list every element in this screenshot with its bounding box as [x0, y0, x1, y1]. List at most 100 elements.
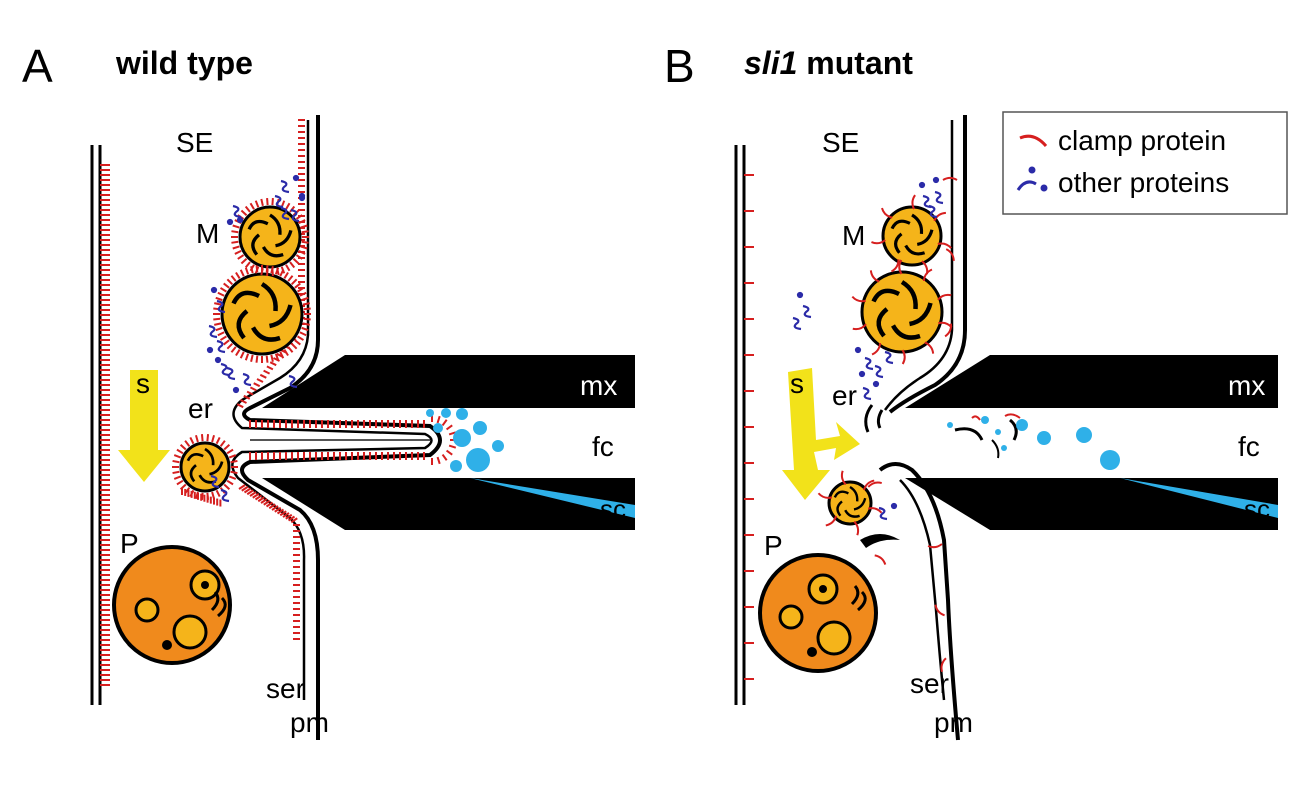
other-protein-mark: [216, 299, 226, 314]
clamp-protein-mark: [295, 214, 303, 220]
clamp-protein-mark: [933, 211, 946, 222]
clamp-protein-mark: [232, 224, 240, 229]
clamp-protein-mark: [260, 198, 264, 207]
clamp-protein-mark: [924, 341, 935, 354]
clamp-protein-mark: [297, 335, 305, 341]
clamp-protein-mark: [282, 512, 290, 518]
other-proteins-cluster: [206, 174, 306, 503]
clamp-protein-mark: [298, 219, 306, 225]
clamp-protein-mark: [295, 254, 303, 260]
clamp-protein-mark: [937, 242, 952, 249]
clamp-protein-mark: [234, 249, 242, 255]
clamp-protein-mark: [299, 331, 307, 337]
label-sc: sc: [1244, 494, 1270, 524]
clamp-protein-mark: [223, 444, 231, 451]
other-protein-mark: [280, 206, 290, 221]
other-protein-mark: [242, 372, 252, 387]
clamp-protein-mark: [228, 475, 237, 480]
clamp-protein-mark: [263, 369, 271, 375]
clamp-protein-mark: [200, 434, 204, 442]
label-pm: pm: [934, 707, 973, 738]
clamp-protein-mark: [279, 510, 287, 517]
clamp-protein-mark: [179, 444, 187, 451]
clamp-protein-mark: [260, 498, 268, 504]
other-protein-mark: [208, 324, 218, 339]
clamp-protein-mark: [243, 394, 251, 400]
clamp-protein-mark: [230, 275, 237, 282]
clamp-protein-mark: [217, 331, 225, 337]
panel-a: A wild type: [22, 40, 635, 740]
clamp-protein-mark: [285, 264, 291, 272]
clamp-protein-mark: [871, 239, 886, 245]
clamp-protein-mark: [173, 454, 182, 459]
phagosome-cell: [758, 553, 878, 673]
label-ser: ser: [910, 668, 949, 699]
clamp-protein-mark: [259, 373, 267, 379]
clamp-protein-mark: [303, 317, 311, 321]
other-protein-mark: [928, 204, 938, 219]
clamp-protein-mark: [290, 342, 298, 350]
clamp-protein-mark: [266, 365, 274, 371]
clamp-protein-mark: [301, 230, 309, 234]
clamp-protein-mark: [944, 323, 953, 338]
other-protein-mark: [290, 208, 300, 223]
clamp-protein-mark: [219, 440, 226, 447]
clamp-protein-mark: [270, 266, 274, 274]
mitochondrion-lower: [860, 270, 944, 354]
clamp-protein-mark: [274, 267, 280, 275]
label-m: M: [196, 218, 219, 249]
clamp-protein-mark: [232, 245, 240, 250]
mitochondrion-small: [827, 480, 873, 526]
clamp-protein-mark: [898, 259, 903, 275]
other-protein-mark: [864, 356, 874, 371]
clamp-protein-mark: [287, 346, 294, 353]
clamp-protein-mark: [441, 419, 448, 427]
other-protein-mark: [210, 474, 220, 489]
clamp-protein-mark: [911, 194, 916, 210]
clamp-proteins-left-wall: [100, 164, 110, 686]
clamp-protein-mark: [297, 287, 305, 293]
other-protein-mark: [274, 194, 284, 209]
clamp-protein-mark: [255, 265, 259, 273]
plasma-membrane: [240, 115, 442, 740]
other-protein-mark: [232, 204, 242, 219]
clamp-protein-mark: [184, 440, 191, 447]
clamp-protein-mark: [867, 507, 883, 514]
clamp-protein-mark: [853, 520, 860, 536]
clamp-protein-mark: [301, 240, 309, 244]
clamp-protein-mark: [436, 415, 441, 424]
membrane-fragment: [860, 534, 900, 548]
clamp-protein-mark: [244, 205, 251, 213]
clamp-protein-mark: [226, 342, 234, 350]
other-protein-mark: [232, 386, 240, 394]
clamp-protein-mark: [237, 254, 245, 260]
label-er: er: [188, 393, 213, 424]
clamp-protein-mark: [294, 282, 301, 289]
clamp-protein-mark: [254, 494, 263, 501]
other-protein-mark: [792, 316, 802, 331]
plasma-membrane-lower: [878, 462, 960, 741]
clamp-protein-mark: [257, 496, 265, 503]
clamp-protein-mark: [176, 479, 184, 486]
other-protein-mark: [226, 366, 236, 381]
label-mx: mx: [580, 370, 617, 401]
panel-b-letter: B: [664, 40, 695, 92]
clamp-protein-mark: [825, 515, 838, 527]
stylet-canal: [470, 478, 635, 518]
clamp-protein-mark: [436, 456, 441, 465]
clamp-protein-mark: [851, 295, 866, 303]
label-sc: sc: [600, 494, 626, 524]
other-protein-mark: [796, 291, 804, 299]
label-s: s: [136, 368, 150, 399]
clamp-protein-mark: [256, 378, 264, 383]
clamp-protein-mark: [254, 200, 260, 208]
clamp-protein-mark: [268, 503, 276, 510]
clamp-protein-mark: [302, 322, 310, 326]
clamp-protein-mark: [211, 434, 215, 443]
clamp-protein-mark: [246, 489, 254, 496]
clamp-protein-mark: [862, 479, 875, 491]
clamp-protein-mark: [874, 554, 887, 565]
clamp-protein-mark: [231, 230, 239, 234]
other-protein-mark: [216, 339, 226, 354]
clamp-protein-mark: [226, 278, 234, 286]
